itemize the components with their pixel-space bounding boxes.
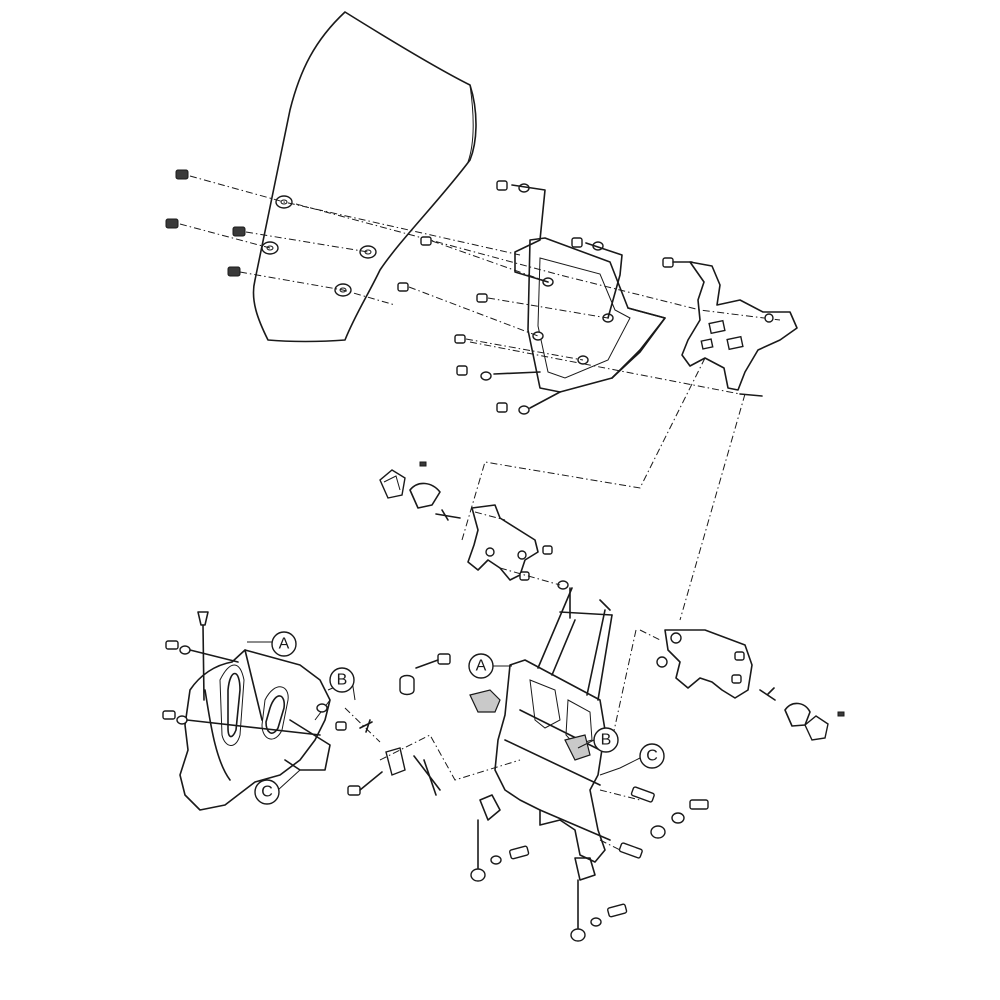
callout-a-right-label: A: [476, 658, 487, 675]
callout-a-right: A: [468, 653, 512, 679]
screen-bracket-hardware: [397, 180, 623, 415]
callout-b-right: B: [577, 727, 619, 753]
windscreen-screw-centerlines: [179, 175, 781, 321]
alignment-lines-top: [461, 341, 763, 621]
callout-c-left-label: C: [261, 784, 273, 801]
center-stay-hardware: [347, 653, 709, 942]
stay-rods: [537, 587, 637, 741]
callout-b-left: B: [327, 667, 356, 701]
center-stay: [469, 659, 611, 881]
inner-cowl-panel: [179, 649, 331, 811]
screen-bracket: [527, 237, 666, 393]
callout-c-right: C: [599, 743, 665, 776]
callout-b-right-label: B: [601, 732, 612, 749]
mirror-mount-lower: [639, 629, 845, 741]
mirror-mount-upper: [379, 461, 611, 619]
callout-a-left: A: [247, 631, 297, 657]
callout-b-left-label: B: [337, 672, 348, 689]
callout-c-left: C: [254, 769, 301, 805]
inner-cowl-hardware: [162, 611, 373, 736]
windscreen-grommet-3: [359, 245, 377, 259]
alignment-lines-bottom: [344, 707, 521, 781]
callout-a-left-label: A: [279, 636, 290, 653]
windscreen-screws: [165, 169, 246, 277]
instrument-bracket: [662, 257, 798, 391]
callout-c-right-label: C: [646, 748, 658, 765]
windscreen: [252, 11, 477, 343]
